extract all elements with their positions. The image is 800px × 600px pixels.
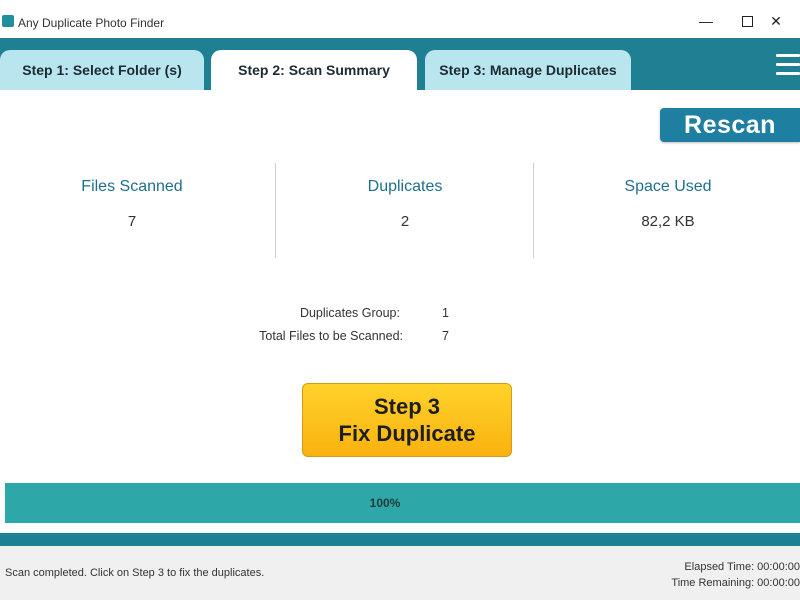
stat-duplicates: Duplicates 2	[275, 178, 535, 230]
stat-value: 7	[127, 213, 137, 230]
hamburger-menu-icon[interactable]	[776, 52, 800, 78]
status-message: Scan completed. Click on Step 3 to fix t…	[5, 567, 265, 579]
tab-scan-summary[interactable]: Step 2: Scan Summary	[211, 50, 417, 90]
rescan-button[interactable]: Rescan	[660, 108, 800, 142]
tab-select-folder[interactable]: Step 1: Select Folder (s)	[0, 50, 204, 90]
tab-bar: Step 1: Select Folder (s) Step 2: Scan S…	[0, 38, 800, 90]
status-bar: Scan completed. Click on Step 3 to fix t…	[0, 546, 800, 600]
divider	[533, 163, 534, 258]
tab-label: Step 3: Manage Duplicates	[439, 62, 617, 78]
elapsed-time: Elapsed Time: 00:00:00	[684, 561, 800, 573]
window-title: Any Duplicate Photo Finder	[18, 16, 165, 30]
close-button[interactable]: ✕	[762, 9, 790, 33]
bottom-divider-bar	[0, 533, 800, 546]
progress-fill	[5, 483, 800, 523]
minimize-icon: —	[699, 13, 713, 29]
maximize-button[interactable]	[733, 9, 761, 33]
stat-space-used: Space Used 82,2 KB	[538, 178, 798, 230]
time-info: Elapsed Time: 00:00:00 Time Remaining: 0…	[671, 559, 800, 591]
minimize-button[interactable]: —	[692, 9, 720, 33]
tab-manage-duplicates[interactable]: Step 3: Manage Duplicates	[425, 50, 631, 90]
total-files-label: Total Files to be Scanned:	[259, 329, 403, 343]
stat-label: Space Used	[624, 178, 712, 195]
maximize-icon	[741, 15, 753, 27]
stat-files-scanned: Files Scanned 7	[2, 178, 262, 230]
progress-label: 100%	[369, 496, 401, 510]
divider	[275, 163, 276, 258]
duplicates-group-label: Duplicates Group:	[299, 306, 400, 320]
tab-label: Step 2: Scan Summary	[238, 62, 390, 78]
time-remaining: Time Remaining: 00:00:00	[671, 577, 800, 589]
app-logo-icon	[2, 15, 14, 27]
scan-progress-bar: 100%	[5, 483, 800, 523]
stat-value: 2	[400, 213, 410, 230]
stat-label: Duplicates	[367, 178, 443, 195]
total-files-value: 7	[442, 329, 449, 343]
duplicates-group-value: 1	[442, 306, 449, 320]
stat-value: 82,2 KB	[641, 213, 695, 230]
tab-label: Step 1: Select Folder (s)	[22, 62, 182, 78]
step3-line1: Step 3	[373, 394, 441, 419]
step3-line2: Fix Duplicate	[338, 421, 476, 446]
close-icon: ✕	[770, 12, 782, 29]
step3-fix-duplicate-button[interactable]: Step 3 Fix Duplicate	[302, 383, 512, 457]
stat-label: Files Scanned	[81, 178, 183, 195]
